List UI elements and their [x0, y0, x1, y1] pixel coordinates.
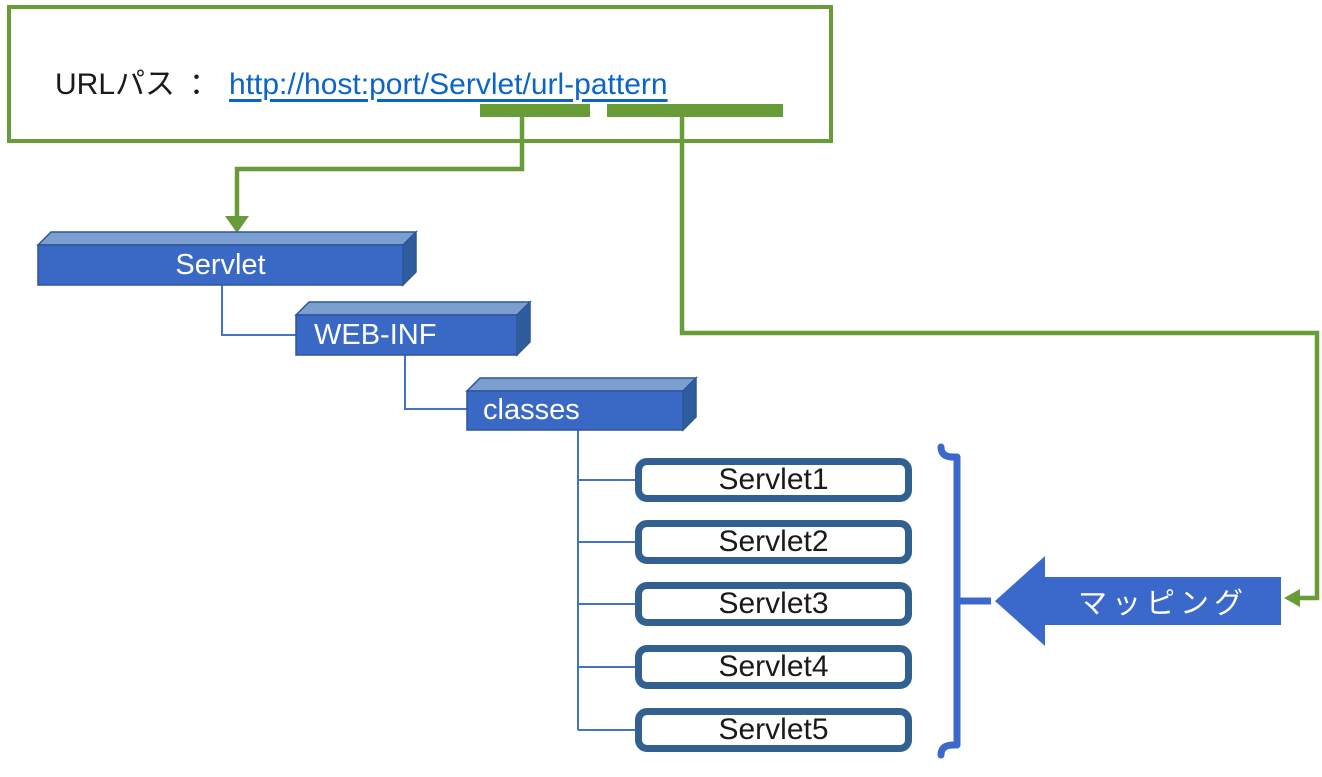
url-label: URLパス — [55, 68, 176, 101]
servlet-item-label: Servlet3 — [718, 587, 829, 620]
highlight-bar-servlet-segment — [480, 104, 590, 117]
servlet-item-label: Servlet4 — [718, 650, 829, 683]
box3d-servlet-label: Servlet — [175, 249, 266, 281]
servlet-item-2: Servlet2 — [635, 520, 912, 564]
servlet-item-5: Servlet5 — [635, 708, 912, 752]
url-separator: ： — [189, 68, 220, 101]
tree-connector-webinf-classes — [404, 355, 467, 410]
box3d-webinf-label: WEB-INF — [314, 319, 437, 351]
green-arrowhead-left-icon — [1284, 589, 1300, 607]
box3d-servlet — [36, 230, 418, 287]
box3d-webinf — [294, 300, 532, 357]
mapping-arrow-shape — [995, 556, 1281, 646]
green-connector-url-pattern-segment — [679, 107, 1320, 601]
box3d-classes-front-face — [466, 390, 684, 431]
green-connector-servlet-segment — [234, 107, 525, 218]
highlight-bar-url-pattern-segment — [607, 104, 783, 117]
servlet-item-label: Servlet1 — [718, 463, 829, 496]
box3d-classes-label: classes — [483, 394, 580, 426]
url-panel: URLパス ： http://host:port/Servlet/url-patte… — [7, 5, 833, 143]
group-brace — [937, 443, 961, 759]
box3d-servlet-top-face — [36, 231, 418, 246]
url-line: URLパス ： http://host:port/Servlet/url-patte… — [55, 59, 668, 103]
tree-connector-servlet-webinf — [221, 285, 296, 336]
box3d-servlet-front-face — [37, 244, 404, 286]
servlet-item-label: Servlet2 — [718, 525, 829, 558]
box3d-webinf-front-face — [295, 314, 518, 356]
box3d-webinf-top-face — [294, 301, 532, 316]
box3d-classes — [465, 376, 698, 432]
mapping-arrow-label: マッピング — [1077, 588, 1248, 620]
servlet-item-3: Servlet3 — [635, 582, 912, 626]
servlet-item-4: Servlet4 — [635, 645, 912, 689]
green-arrowhead-down-icon — [225, 216, 249, 233]
servlet-item-1: Servlet1 — [635, 458, 912, 502]
servlet-item-label: Servlet5 — [718, 713, 829, 746]
url-hyperlink[interactable]: http://host:port/Servlet/url-pattern — [229, 68, 668, 101]
